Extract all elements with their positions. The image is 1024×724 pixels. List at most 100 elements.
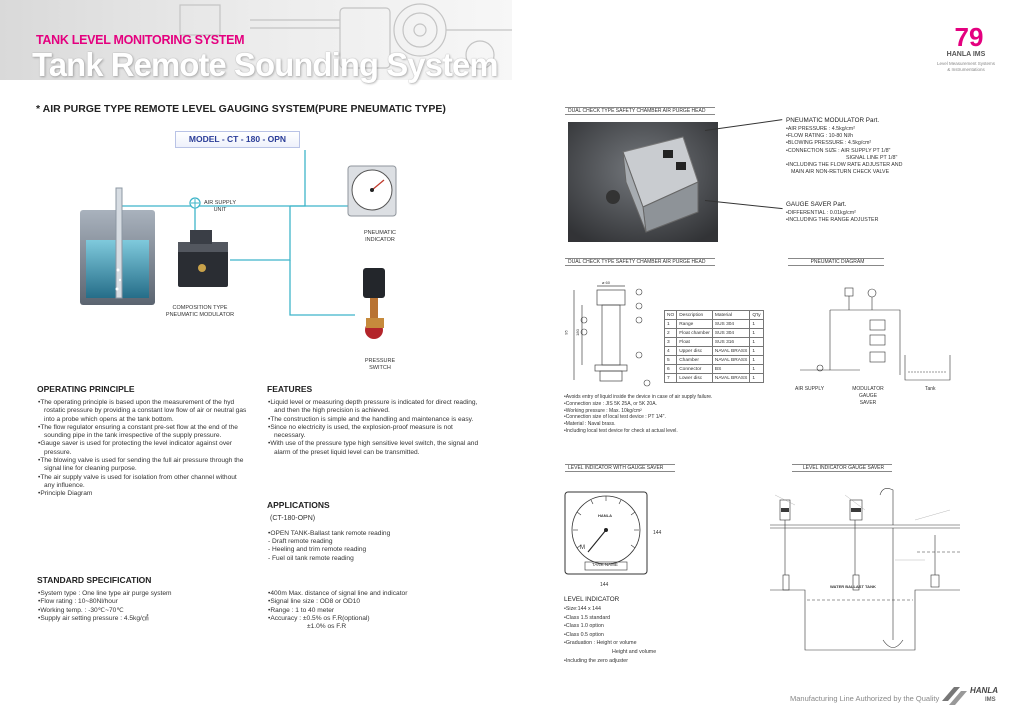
list-item: Since no electricity is used, the explos… (267, 424, 482, 441)
list-item: Class 1.0 option (564, 622, 764, 631)
composition-modulator-label-line-1: COMPOSITION TYPE (172, 305, 228, 311)
pressure-switch-illustration (363, 268, 385, 339)
logo-text-ims: IMS (985, 697, 996, 703)
gauge-saver-part-title: GAUGE SAVER Part. (786, 201, 847, 208)
table-cell: 1 (663, 319, 678, 329)
air-supply-label-line-1: AIR SUPPLY (204, 200, 236, 206)
tank-illustration (80, 187, 155, 305)
accuracy-secondary: ±1.0% os F.R (307, 623, 347, 630)
table-cell: BS (711, 364, 751, 374)
header-banner (0, 0, 512, 80)
table-cell: Upper disc (676, 346, 713, 356)
air-supply-symbol (189, 197, 201, 209)
list-item: SIGNAL LINE PT 1/8" (846, 154, 898, 161)
logo-text-hanla: HANLA (970, 686, 998, 695)
dial-dimension-height: 144 (653, 530, 662, 536)
features-title: FEATURES (267, 384, 313, 394)
list-item: System type : One line type air purge sy… (37, 590, 252, 598)
table-cell: 6 (663, 364, 678, 374)
pneumatic-diagram-caption: PNEUMATIC DIAGRAM (788, 258, 884, 266)
table-cell: 5 (663, 355, 678, 365)
hanla-logo-mark (942, 687, 967, 705)
pneumatic-schematic (800, 287, 951, 381)
list-item: AIR PRESSURE : 4.5kg/cm² (786, 126, 986, 133)
brand-name: HANLA IMS (946, 51, 986, 58)
list-item: Avoids entry of liquid inside the device… (564, 394, 784, 401)
drawing-caption: DUAL CHECK TYPE SAFETY CHAMBER AIR PURGE… (565, 258, 715, 266)
dimension-height-2: 180 (574, 329, 580, 336)
pneumatic-indicator-illustration (347, 165, 397, 217)
dial-brand: HANLA (598, 513, 612, 518)
applications-model: (CT-180-OPN) (270, 515, 316, 522)
list-item: - Fuel oil tank remote reading (268, 554, 354, 562)
standard-spec-title: STANDARD SPECIFICATION (37, 575, 152, 585)
list-item: Principle Diagram (37, 490, 249, 498)
list-item: 400m Max. distance of signal line and in… (267, 590, 482, 598)
level-indicator-title: LEVEL INDICATOR (564, 596, 620, 603)
list-item: - Heeling and trim remote reading (268, 546, 367, 554)
brand-subtitle: Level Measurement Systems & Instrumentat… (930, 61, 1002, 73)
list-item: Working temp. : -30℃~70℃ (37, 607, 252, 615)
footer-tagline: Manufacturing Line Authorized by the Qua… (790, 694, 940, 703)
level-indicator-dial (564, 491, 648, 575)
list-item: Range : 1 to 40 meter (267, 607, 482, 615)
list-item: Material : Naval brass. (564, 421, 784, 428)
table-cell: 1 (749, 355, 764, 365)
pneumatic-indicator-label: PNEUMATIC INDICATOR (350, 230, 410, 244)
list-item: Including the zero adjuster (564, 657, 764, 666)
category-title: TANK LEVEL MONITORING SYSTEM (36, 33, 245, 47)
applications-sublist: - Draft remote reading - Heeling and tri… (267, 538, 477, 563)
pressure-switch-label: PRESSURE SWITCH (350, 358, 410, 372)
schematic-tank-label: Tank (925, 386, 936, 392)
ballast-installation-drawing (770, 488, 960, 651)
list-item: Class 1.5 standard (564, 614, 764, 623)
air-supply-label-line-2: UNIT (213, 207, 227, 213)
list-item: INCLUDING THE RANGE ADJUSTER (786, 217, 986, 224)
features-list: Liquid level or measuring depth pressure… (267, 399, 482, 457)
list-item: Supply air setting pressure : 4.5kg/㎠ (37, 615, 252, 623)
list-item: DIFFERENTIAL : 0.01kg/cm² (786, 210, 986, 217)
list-item: Connection size of local test device : P… (564, 414, 784, 421)
table-cell: 1 (749, 319, 764, 329)
list-item: Including local test device for check at… (564, 428, 784, 435)
table-cell: Float chamber (676, 328, 713, 338)
composition-modulator-label-line-2: PNEUMATIC MODULATOR (165, 312, 235, 318)
system-diagram (80, 150, 397, 339)
table-cell: Connector (676, 364, 713, 374)
photo-caption: DUAL CHECK TYPE SAFETY CHAMBER AIR PURGE… (565, 107, 715, 115)
list-item: OPEN TANK-Ballast tank remote reading (267, 530, 477, 538)
table-cell: 1 (749, 328, 764, 338)
list-item: CONNECTION SIZE : AIR SUPPLY PT 1/8" (786, 148, 986, 155)
dial-nameplate: TANK NAME (592, 562, 618, 567)
list-item: Signal line size : OD8 or OD10 (267, 598, 482, 606)
dial-dimension-width: 144 (600, 582, 609, 588)
table-header: Q'ty (749, 310, 764, 320)
table-cell: 2 (663, 328, 678, 338)
list-item: With use of the pressure type high sensi… (267, 440, 482, 457)
table-cell: Range (676, 319, 713, 329)
purge-head-photo (568, 122, 718, 242)
schematic-air-supply-label: AIR SUPPLY (795, 386, 825, 392)
table-cell: 7 (663, 373, 678, 383)
table-cell: NAVAL BRASS (711, 355, 751, 365)
pneumatic-indicator-label-line-2: INDICATOR (365, 237, 395, 243)
list-item: Accuracy : ±0.5% os F.R(optional) (267, 615, 482, 623)
schematic-modulator-text: MODULATOR (852, 386, 884, 392)
table-cell: NAVAL BRASS (711, 346, 751, 356)
table-cell: 1 (749, 373, 764, 383)
table-header: Description (676, 310, 713, 320)
table-header: Material (711, 310, 751, 320)
list-item: Height and volume (612, 648, 657, 655)
hanla-logo (940, 683, 1000, 713)
table-cell: 1 (749, 364, 764, 374)
model-label: MODEL - CT - 180 - OPN (175, 131, 300, 148)
applications-list: OPEN TANK-Ballast tank remote reading (267, 530, 477, 538)
modulator-part-list: AIR PRESSURE : 4.5kg/cm² FLOW RATING : 1… (786, 126, 986, 176)
